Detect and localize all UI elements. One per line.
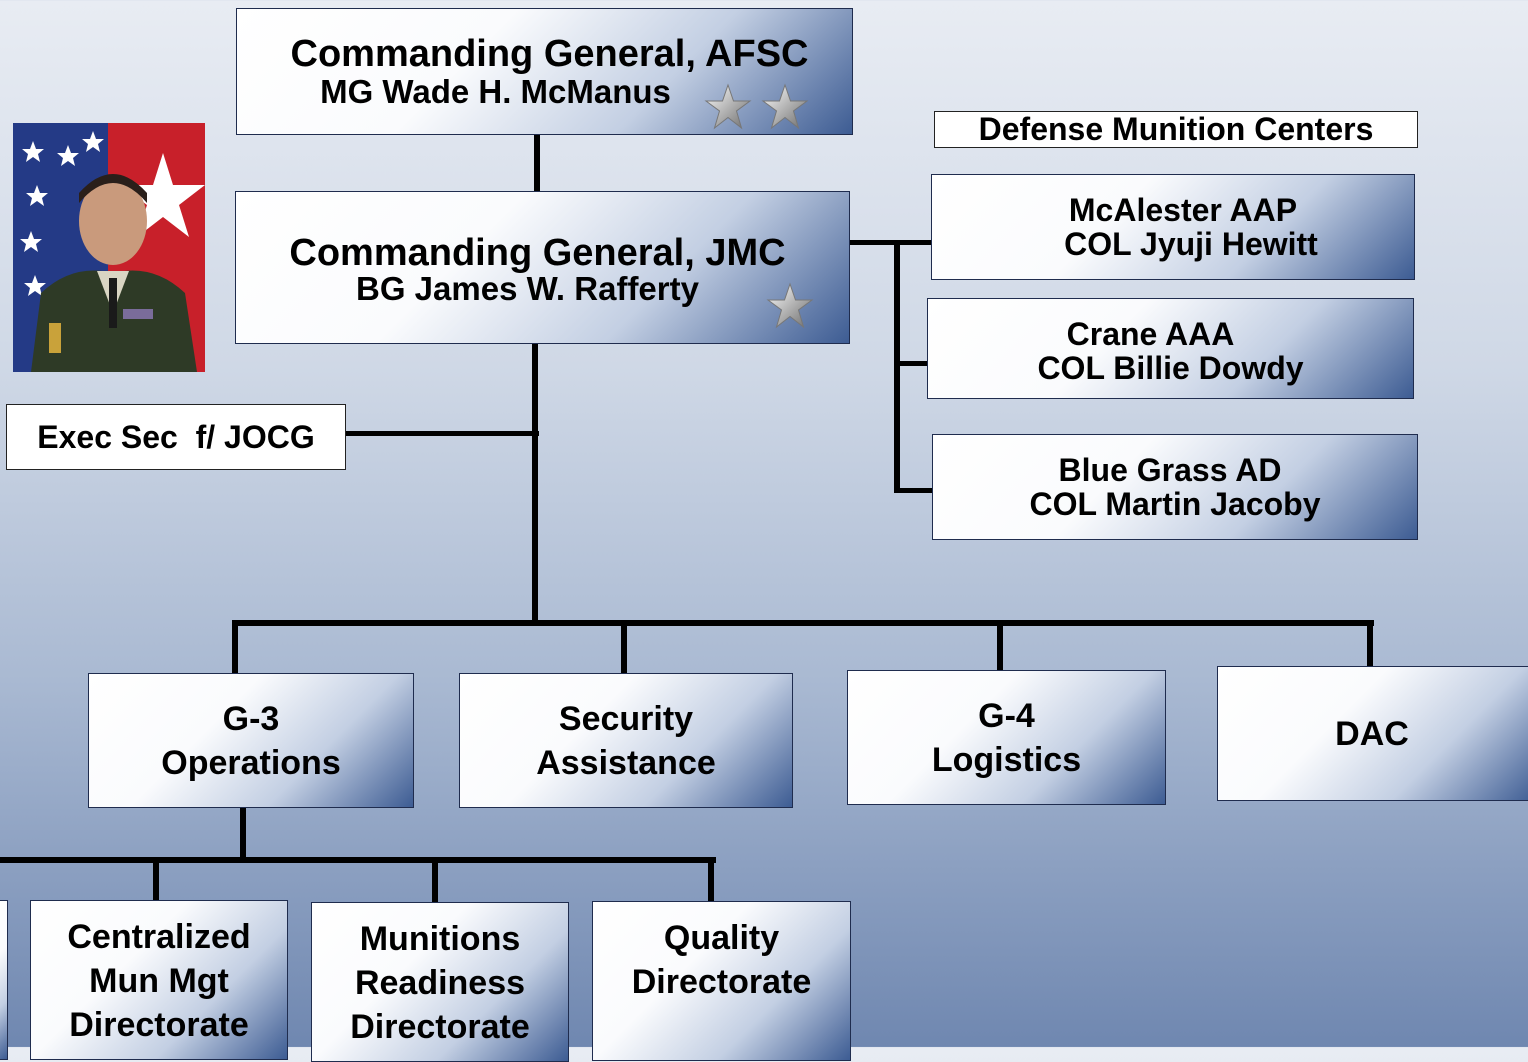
directorate-line1: Centralized bbox=[67, 918, 251, 956]
jmc-title: Commanding General, JMC bbox=[289, 232, 786, 274]
directorate-box-quality: Quality Directorate bbox=[592, 901, 851, 1061]
connector-cmm-drop bbox=[153, 857, 159, 901]
directorate-line2: Directorate bbox=[631, 963, 812, 1001]
directorate-line3: Directorate bbox=[69, 1006, 249, 1044]
exec-sec-box: Exec Sec f/ JOCG bbox=[6, 404, 346, 470]
afsc-commander-box: Commanding General, AFSC MG Wade H. McMa… bbox=[236, 8, 853, 135]
staff-line2: Operations bbox=[161, 743, 341, 782]
munition-center-title: Crane AAA bbox=[1066, 315, 1235, 352]
staff-line2: Assistance bbox=[536, 743, 716, 782]
munition-center-title: Blue Grass AD bbox=[1058, 452, 1282, 488]
directorate-line2: Readiness bbox=[354, 964, 526, 1002]
connector-directorate-bar bbox=[0, 857, 716, 863]
staff-box-g4: G-4 Logistics bbox=[847, 670, 1166, 805]
afsc-name: MG Wade H. McManus bbox=[320, 73, 671, 110]
directorate-line2: Mun Mgt bbox=[89, 962, 229, 1000]
munition-center-title: McAlester AAP bbox=[1068, 192, 1298, 228]
connector-crane bbox=[894, 361, 928, 366]
munition-center-commander: COL Martin Jacoby bbox=[1029, 486, 1321, 522]
connector-g4-drop bbox=[997, 620, 1003, 670]
staff-line1: G-3 bbox=[222, 699, 280, 738]
afsc-title: Commanding General, AFSC bbox=[290, 33, 809, 75]
jmc-name: BG James W. Rafferty bbox=[356, 270, 699, 307]
connector-g3-down bbox=[240, 808, 246, 862]
directorate-box-partial bbox=[0, 900, 8, 1060]
connector-mrd-drop bbox=[432, 857, 438, 903]
connector-exec-sec bbox=[345, 431, 539, 436]
directorate-line1: Quality bbox=[663, 919, 780, 957]
staff-line1: DAC bbox=[1335, 714, 1409, 753]
connector-qd-drop bbox=[708, 857, 714, 901]
directorate-line3: Directorate bbox=[350, 1008, 530, 1046]
munition-center-box: Blue Grass AD COL Martin Jacoby bbox=[932, 434, 1418, 540]
staff-box-dac: DAC bbox=[1217, 666, 1528, 801]
exec-sec-label: Exec Sec f/ JOCG bbox=[37, 418, 315, 455]
munition-center-box: McAlester AAP COL Jyuji Hewitt bbox=[931, 174, 1415, 280]
jmc-commander-box: Commanding General, JMC BG James W. Raff… bbox=[235, 191, 850, 344]
connector-g3-drop bbox=[232, 620, 238, 674]
connector-sa-drop bbox=[621, 620, 627, 673]
staff-box-security-assistance: Security Assistance bbox=[459, 673, 793, 808]
dmc-header-label: Defense Munition Centers bbox=[978, 111, 1374, 147]
munition-center-commander: COL Billie Dowdy bbox=[1037, 349, 1304, 386]
star-icon bbox=[761, 83, 809, 130]
directorate-box-centralized: Centralized Mun Mgt Directorate bbox=[30, 900, 288, 1060]
staff-box-g3: G-3 Operations bbox=[88, 673, 414, 808]
portrait-image bbox=[13, 123, 205, 372]
staff-line1: Security bbox=[558, 699, 694, 738]
star-icon bbox=[766, 282, 814, 329]
star-icon bbox=[704, 83, 752, 130]
connector-dac-drop bbox=[1367, 620, 1373, 667]
connector-jmc-down bbox=[532, 344, 538, 624]
dmc-header: Defense Munition Centers bbox=[934, 111, 1418, 148]
connector-staff-bar bbox=[232, 620, 1374, 626]
connector-afsc-jmc bbox=[534, 135, 540, 192]
directorate-line1: Munitions bbox=[359, 920, 521, 958]
commander-photo bbox=[13, 123, 205, 372]
directorate-box-munitions-readiness: Munitions Readiness Directorate bbox=[311, 902, 569, 1062]
staff-line1: G-4 bbox=[978, 696, 1035, 735]
connector-jmc-dmc bbox=[850, 240, 932, 245]
munition-center-commander: COL Jyuji Hewitt bbox=[1064, 226, 1318, 262]
connector-dmc-vertical bbox=[894, 240, 900, 493]
munition-center-box: Crane AAA COL Billie Dowdy bbox=[927, 298, 1414, 399]
connector-bluegrass bbox=[894, 488, 932, 493]
staff-line2: Logistics bbox=[931, 740, 1082, 779]
